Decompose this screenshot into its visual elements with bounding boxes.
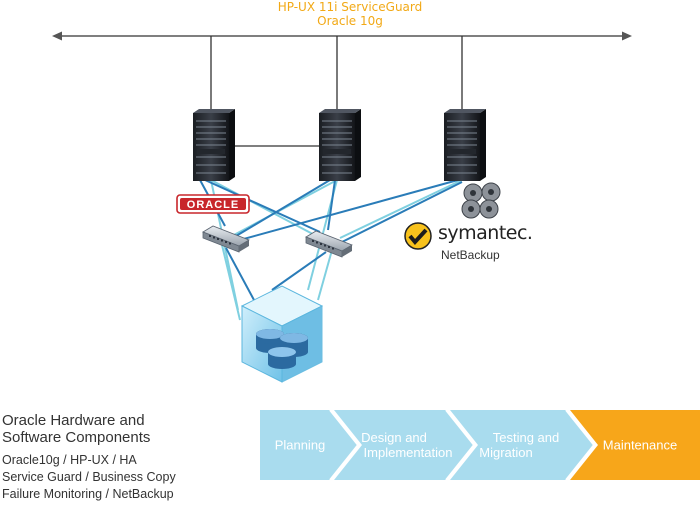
- symantec-logo-icon: [404, 222, 432, 250]
- san-links: [199, 179, 463, 321]
- phase-testing: [450, 410, 594, 480]
- phase-design: [334, 410, 474, 480]
- diagram-title-line-2: Oracle 10g: [317, 14, 383, 28]
- component-item: Failure Monitoring / NetBackup: [2, 487, 174, 501]
- component-item: Service Guard / Business Copy: [2, 470, 176, 484]
- netbackup-label: NetBackup: [441, 248, 500, 262]
- server-rack-icon: [193, 109, 235, 181]
- components-heading-line-2: Software Components: [2, 429, 151, 446]
- process-flow: Planning Design and Implementation Testi…: [260, 409, 700, 481]
- phase-label-testing-2: Migration: [479, 445, 532, 460]
- phase-label-design-1: Design and: [361, 430, 427, 445]
- phase-label-design-2: Implementation: [364, 445, 453, 460]
- phase-maintenance: [570, 410, 700, 480]
- phase-label-testing-1: Testing and: [493, 430, 560, 445]
- server-rack-icon: [444, 109, 486, 181]
- gears-icon: [461, 182, 501, 219]
- arrow-left-icon: [52, 31, 62, 41]
- network-backbone: [52, 31, 632, 147]
- component-item: Oracle10g / HP-UX / HA: [2, 453, 137, 467]
- arrow-right-icon: [622, 31, 632, 41]
- oracle-logo: ORACLE: [176, 194, 250, 214]
- oracle-logo-text: ORACLE: [187, 199, 239, 211]
- phase-label-planning: Planning: [275, 438, 326, 453]
- components-heading-line-1: Oracle Hardware and: [2, 412, 145, 429]
- diagram-title-line-1: HP-UX 11i ServiceGuard: [277, 0, 423, 14]
- network-switch-icon: [305, 230, 353, 258]
- components-panel: Oracle Hardware and Software Components …: [2, 412, 252, 503]
- storage-array-icon: [240, 285, 324, 383]
- phase-label-maintenance: Maintenance: [603, 438, 677, 453]
- server-rack-icon: [319, 109, 361, 181]
- components-heading: Oracle Hardware and Software Components: [2, 412, 252, 446]
- symantec-wordmark: symantec.: [438, 222, 533, 244]
- phase-planning: [260, 410, 358, 480]
- network-switch-icon: [202, 225, 250, 253]
